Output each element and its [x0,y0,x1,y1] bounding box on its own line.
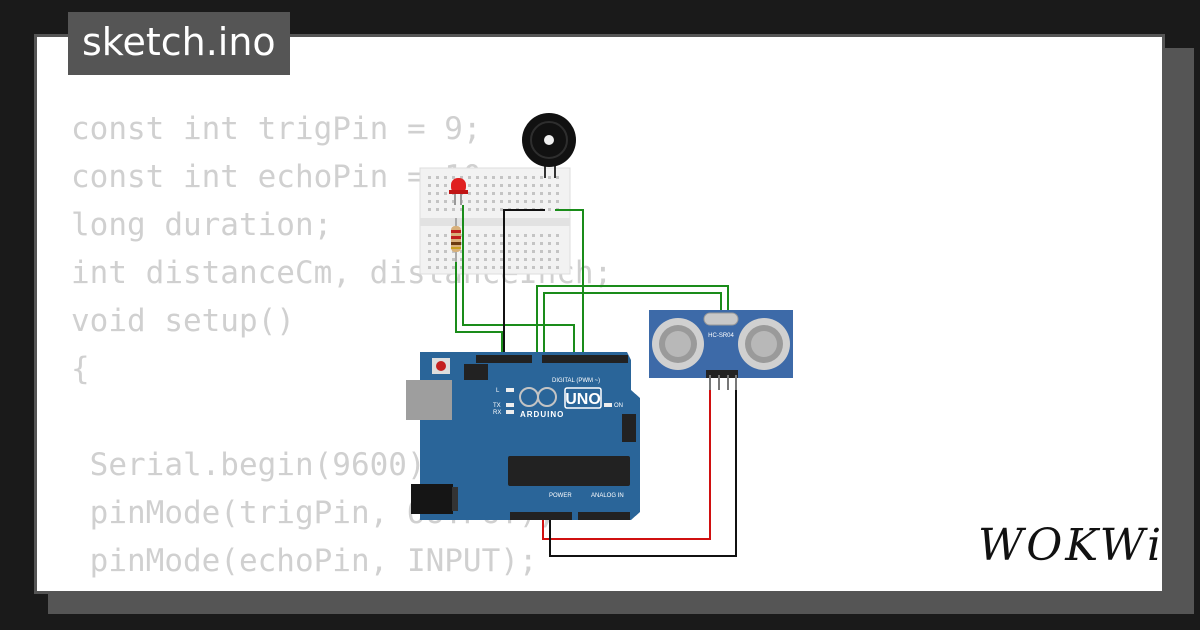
board-model: UNO [565,391,601,408]
code-line: const int echoPin = 10; [71,159,501,195]
arduino-uno: UNO ARDUINO DIGITAL (PWM ~) POWER ANALOG… [406,352,640,520]
ultrasonic-sensor: HC-SR04 [649,310,793,390]
digital-label: DIGITAL (PWM ~) [552,378,600,384]
code-line: long duration; [71,207,333,243]
power-label: POWER [549,493,572,499]
rx-label: RX [493,410,501,416]
l-label: L [496,388,500,394]
resistor [451,218,461,262]
led [449,178,468,205]
code-line: void setup() [71,303,295,339]
board-brand: ARDUINO [520,410,564,419]
buzzer [522,113,576,178]
analog-label: ANALOG IN [591,493,624,499]
code-line: Serial.begin(9600); [71,447,445,483]
tx-label: TX [493,403,501,409]
power-jack [411,484,453,514]
arduino-logo [519,387,557,407]
preview-card: const int trigPin = 9; const int echoPin… [34,34,1165,594]
file-tab[interactable]: sketch.ino [68,12,290,75]
code-line: pinMode(echoPin, INPUT); [71,543,538,579]
on-label: ON [614,403,623,409]
sensor-model: HC-SR04 [708,333,734,339]
usb-port [406,380,452,420]
wokwi-logo: WOKWi [978,520,1165,571]
code-line: const int trigPin = 9; [71,111,482,147]
code-view: const int trigPin = 9; const int echoPin… [71,105,612,585]
code-line: { [71,351,90,387]
breadboard [419,167,571,275]
